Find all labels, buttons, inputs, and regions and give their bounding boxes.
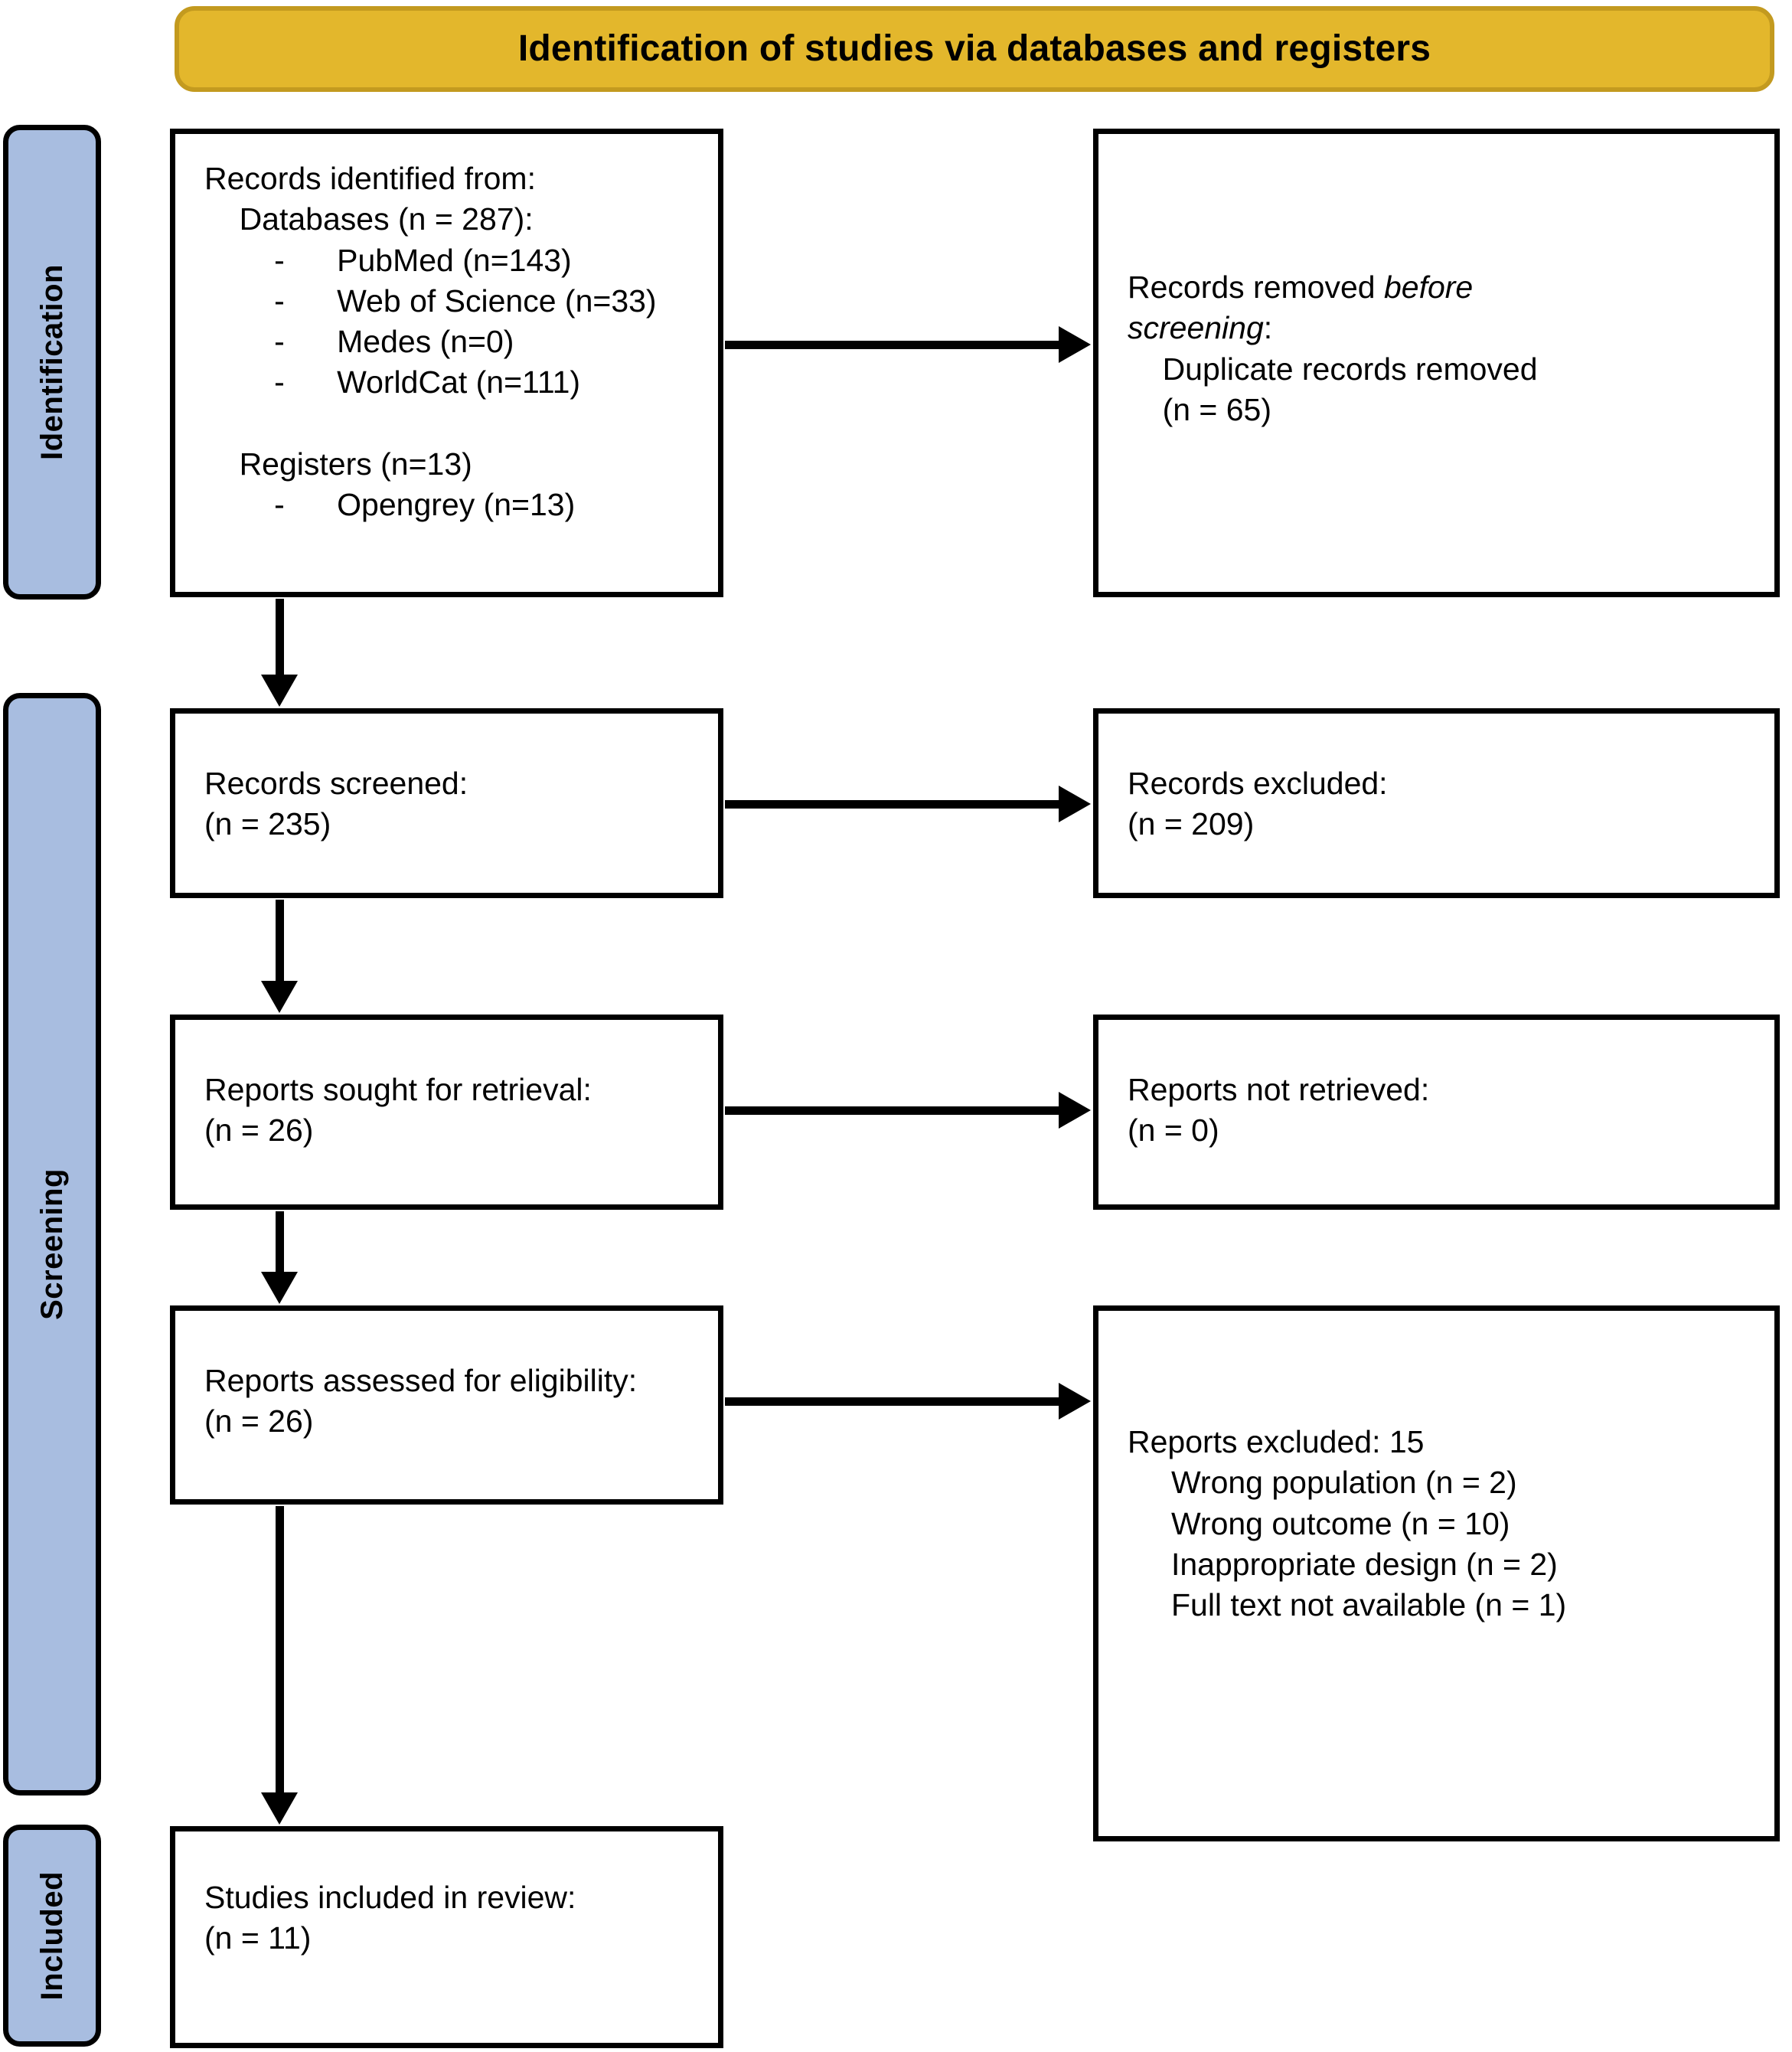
arrow-head-right-icon [1059, 326, 1091, 363]
arrow-right-identified-to-removed [725, 322, 1091, 368]
arrow-right-assessed-to-reports-excluded [725, 1378, 1091, 1424]
box-records-excluded: Records excluded: (n = 209) [1093, 708, 1780, 898]
arrow-right-screened-to-excluded [725, 781, 1091, 827]
arrow-head-down-icon [261, 1792, 298, 1825]
box-reports-not-retrieved: Reports not retrieved: (n = 0) [1093, 1015, 1780, 1210]
arrow-down-assessed-to-included [233, 1506, 325, 1825]
box-records-screened-text: Records screened: (n = 235) [204, 766, 468, 842]
box-reports-excluded: Reports excluded: 15 Wrong population (n… [1093, 1305, 1780, 1841]
arrow-shaft [725, 1397, 1059, 1406]
box-records-excluded-text: Records excluded: (n = 209) [1128, 766, 1388, 842]
stage-label-identification-text: Identification [34, 264, 69, 460]
box-studies-included-text: Studies included in review: (n = 11) [204, 1880, 576, 1956]
box-records-identified: Records identified from: Databases (n = … [170, 129, 723, 597]
arrow-head-down-icon [261, 675, 298, 707]
box-records-removed-text: Records removed before screening: Duplica… [1128, 267, 1538, 430]
arrow-head-down-icon [261, 1272, 298, 1304]
removed-line2-italic: screening [1128, 310, 1264, 346]
box-records-removed-before-screening: Records removed before screening: Duplica… [1093, 129, 1780, 597]
arrow-down-sought-to-assessed [233, 1211, 325, 1304]
removed-line2-suffix: : [1263, 310, 1273, 346]
stage-label-included: Included [3, 1825, 101, 2047]
arrow-shaft [725, 800, 1059, 809]
stage-label-screening-text: Screening [34, 1168, 69, 1320]
box-reports-sought-for-retrieval: Reports sought for retrieval: (n = 26) [170, 1015, 723, 1210]
arrow-shaft [276, 599, 284, 675]
box-reports-excluded-text: Reports excluded: 15 Wrong population (n… [1128, 1424, 1567, 1623]
box-studies-included-in-review: Studies included in review: (n = 11) [170, 1826, 723, 2048]
arrow-head-down-icon [261, 981, 298, 1013]
removed-line1-italic: before [1383, 270, 1474, 305]
box-reports-not-retrieved-text: Reports not retrieved: (n = 0) [1128, 1072, 1430, 1149]
box-reports-sought-text: Reports sought for retrieval: (n = 26) [204, 1072, 592, 1149]
arrow-shaft [276, 900, 284, 981]
arrow-down-screened-to-sought [233, 900, 325, 1013]
arrow-head-right-icon [1059, 786, 1091, 822]
box-reports-assessed-text: Reports assessed for eligibility: (n = 2… [204, 1363, 638, 1439]
arrow-shaft [725, 341, 1059, 349]
page-title: Identification of studies via databases … [517, 28, 1431, 69]
removed-line1-prefix: Records removed [1128, 270, 1384, 305]
arrow-right-sought-to-not-retrieved [725, 1087, 1091, 1133]
arrow-down-identified-to-screened [233, 599, 325, 707]
arrow-head-right-icon [1059, 1383, 1091, 1420]
box-records-identified-text: Records identified from: Databases (n = … [204, 161, 657, 523]
removed-rest: Duplicate records removed (n = 65) [1162, 351, 1538, 427]
box-reports-assessed-for-eligibility: Reports assessed for eligibility: (n = 2… [170, 1305, 723, 1505]
arrow-shaft [725, 1106, 1059, 1115]
stage-label-screening: Screening [3, 693, 101, 1796]
stage-label-identification: Identification [3, 125, 101, 600]
arrow-shaft [276, 1506, 284, 1792]
stage-label-included-text: Included [34, 1871, 69, 2001]
diagram-header-banner: Identification of studies via databases … [175, 6, 1774, 92]
arrow-head-right-icon [1059, 1092, 1091, 1129]
arrow-shaft [276, 1211, 284, 1272]
box-records-screened: Records screened: (n = 235) [170, 708, 723, 898]
